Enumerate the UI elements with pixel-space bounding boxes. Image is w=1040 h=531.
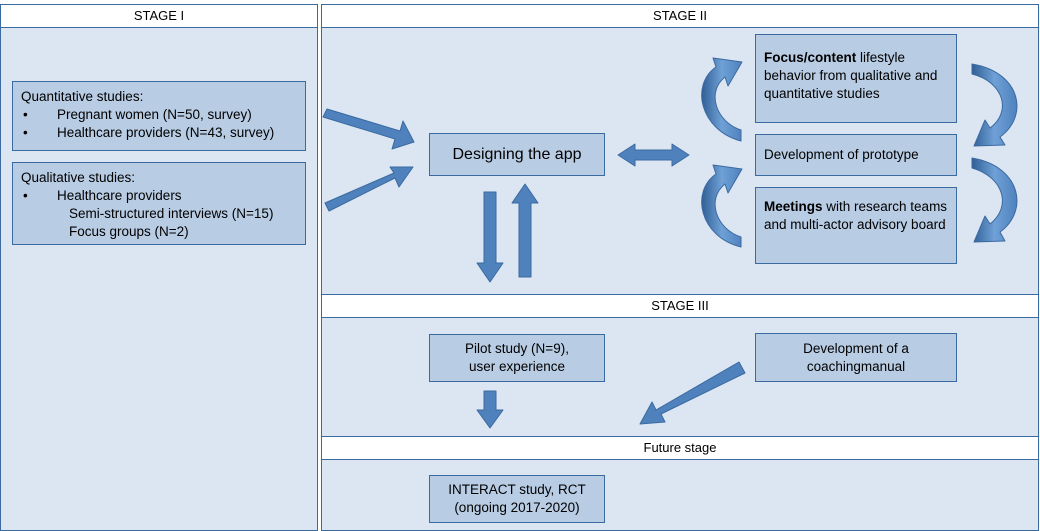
interact-line1: INTERACT study, RCT: [448, 482, 586, 497]
arrow-qual-to-design: [324, 166, 414, 212]
curved-arrow-left-bottom: [701, 164, 743, 248]
arrow-design-prototype-double: [617, 143, 690, 167]
qualitative-subitem: Focus groups (N=2): [69, 224, 189, 239]
quantitative-item: Pregnant women (N=50, survey): [21, 106, 297, 124]
designing-app-box: Designing the app: [429, 133, 605, 176]
qualitative-subitem: Semi-structured interviews (N=15): [69, 206, 274, 221]
qualitative-item: Healthcare providers: [21, 187, 297, 205]
arrow-up-to-design: [511, 183, 539, 278]
stage2-header: STAGE II: [321, 4, 1039, 28]
curved-arrow-right-top: [971, 63, 1018, 147]
pilot-line2: user experience: [468, 359, 566, 374]
qualitative-title: Qualitative studies:: [21, 170, 136, 185]
coaching-manual-box: Development of a coachingmanual: [755, 333, 957, 382]
pilot-line1: Pilot study (N=9),: [465, 341, 569, 356]
interact-study-box: INTERACT study, RCT (ongoing 2017-2020): [429, 475, 605, 523]
arrow-coaching-to-future: [639, 361, 746, 425]
meetings-text: with research teams and multi-actor advi…: [764, 199, 948, 232]
prototype-box: Development of prototype: [755, 134, 957, 176]
quantitative-title: Quantitative studies:: [21, 89, 144, 104]
focus-content-bold: Focus/content: [764, 50, 857, 65]
stage1-header: STAGE I: [0, 4, 318, 28]
coaching-line2: coachingmanual: [806, 358, 906, 374]
focus-content-text: lifestyle behavior from qualitative and …: [764, 50, 938, 101]
qualitative-studies-box: Qualitative studies: Healthcare provider…: [12, 162, 306, 245]
pilot-study-box: Pilot study (N=9), user experience: [429, 334, 605, 382]
meetings-box: Meetings with research teams and multi-a…: [755, 187, 957, 264]
quantitative-studies-box: Quantitative studies: Pregnant women (N=…: [12, 81, 306, 151]
coaching-line1: Development of a: [803, 340, 909, 356]
curved-arrow-left-top: [701, 57, 743, 142]
interact-line2: (ongoing 2017-2020): [454, 500, 580, 515]
focus-content-box: Focus/content lifestyle behavior from qu…: [755, 34, 957, 123]
meetings-bold: Meetings: [764, 199, 823, 214]
arrow-down-to-stage3: [476, 191, 504, 283]
arrow-pilot-to-future: [476, 390, 504, 429]
arrow-quant-to-design: [322, 108, 415, 150]
stage3-header: STAGE III: [321, 294, 1039, 318]
prototype-label: Development of prototype: [764, 147, 919, 162]
quantitative-item: Healthcare providers (N=43, survey): [21, 124, 297, 142]
future-stage-header: Future stage: [321, 436, 1039, 460]
curved-arrow-right-bottom: [971, 157, 1018, 243]
designing-app-label: Designing the app: [452, 145, 582, 163]
